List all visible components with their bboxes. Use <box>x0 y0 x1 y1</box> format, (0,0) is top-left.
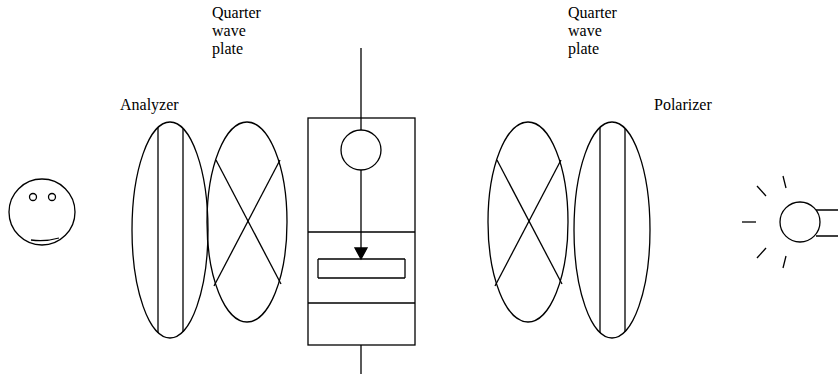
light-source <box>742 176 838 268</box>
part-label: Polarizer <box>654 96 712 114</box>
observer-face <box>9 179 75 245</box>
quarter-wave-plate <box>488 122 568 322</box>
quarter-wave-plate <box>207 122 287 322</box>
sample-holder <box>308 48 415 374</box>
part-label: Quarter wave plate <box>212 4 268 58</box>
analyzer-filter <box>132 122 208 338</box>
polarizer-filter <box>574 122 650 338</box>
part-label: Analyzer <box>120 96 179 114</box>
part-label: Quarter wave plate <box>568 4 624 58</box>
